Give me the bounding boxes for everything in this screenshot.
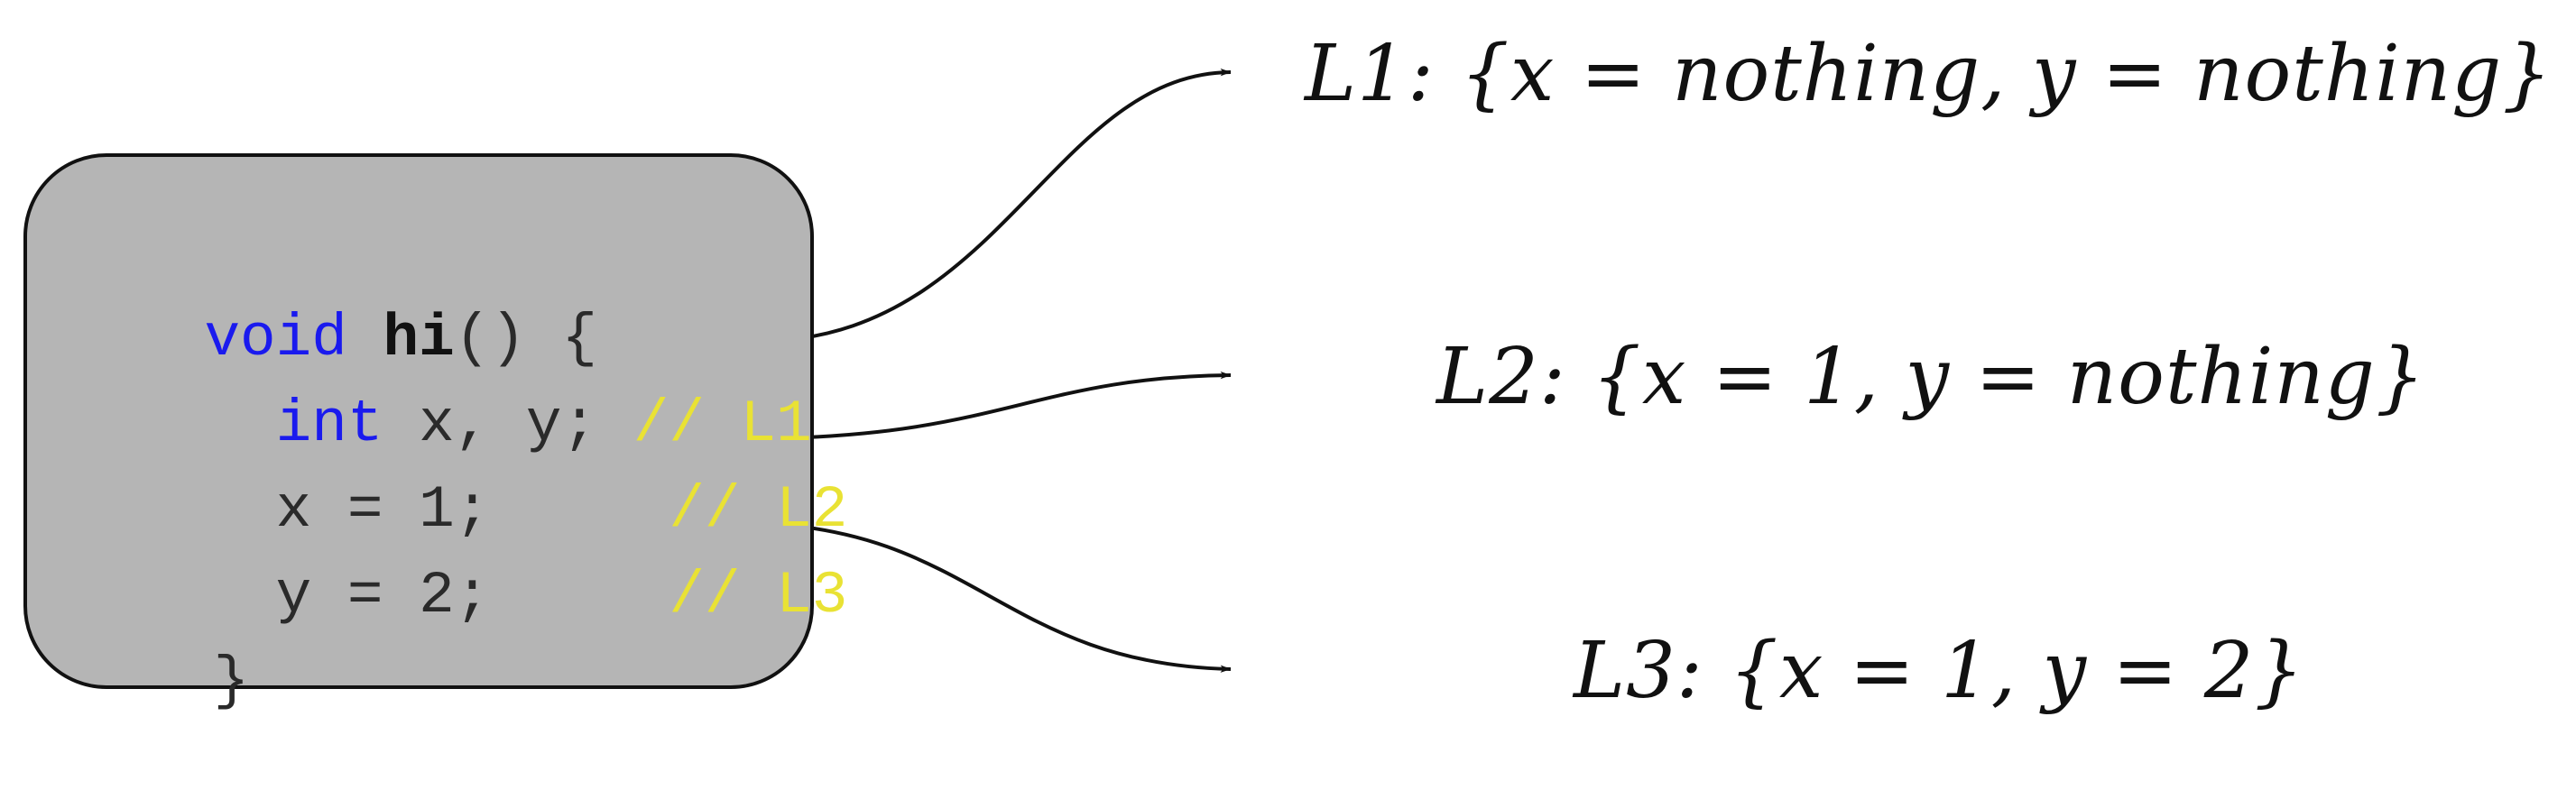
arrow-l3 xyxy=(748,521,1232,673)
code-comment-l1: // L1 xyxy=(632,390,812,458)
code-token: y = 2; xyxy=(204,562,669,629)
code-box xyxy=(23,153,814,689)
code-token: () { xyxy=(454,305,598,372)
code-line-3: x = 1; // L2 xyxy=(61,402,848,544)
arrow-l2 xyxy=(771,371,1232,440)
code-line-1: void hi() { xyxy=(61,231,597,372)
arrows-layer xyxy=(748,68,1232,673)
diagram-canvas: void hi() { int x, y; // L1 x = 1; // L2… xyxy=(23,29,2553,716)
state-label-l3: L3: {x = 1, y = 2} xyxy=(1574,626,2305,716)
code-comment-l2: // L2 xyxy=(669,476,848,544)
code-token-keyword: void xyxy=(204,305,347,372)
code-token-keyword: int xyxy=(275,390,383,458)
code-token: x, y; xyxy=(383,390,633,458)
state-label-l2: L2: {x = 1, y = nothing} xyxy=(1436,332,2426,422)
code-line-2: int x, y; // L1 xyxy=(61,317,812,458)
state-label-l1: L1: {x = nothing, y = nothing} xyxy=(1305,29,2553,119)
arrow-l1 xyxy=(768,68,1232,343)
code-line-5: } xyxy=(70,574,249,715)
code-token: } xyxy=(213,648,250,715)
code-comment-l3: // L3 xyxy=(669,562,848,629)
code-token-function: hi xyxy=(383,305,455,372)
code-token: x = 1; xyxy=(204,476,669,544)
code-line-4: y = 2; // L3 xyxy=(61,488,848,629)
